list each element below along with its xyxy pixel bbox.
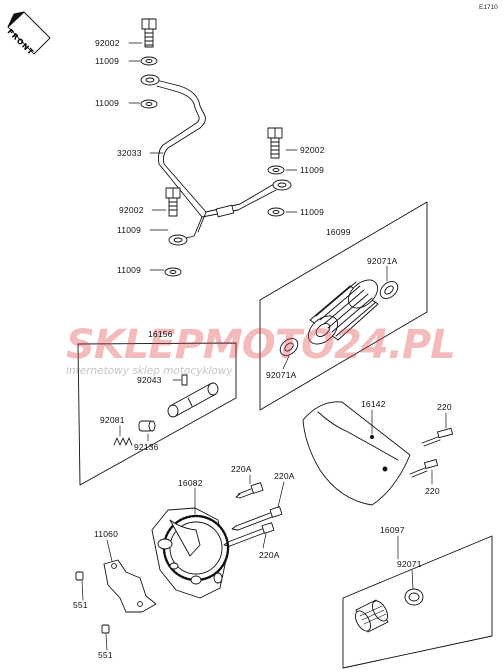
- bolt-92002-left-icon: [165, 187, 181, 217]
- label-16099: 16099: [326, 227, 351, 237]
- label-551-a: 551: [73, 600, 88, 610]
- washer-11009-f-icon: [164, 267, 182, 277]
- bolt-220A-c-icon: [223, 522, 275, 547]
- front-arrow-icon: [7, 11, 51, 55]
- bolt-220-b-icon: [409, 459, 439, 478]
- label-11009-f: 11009: [117, 265, 142, 275]
- bolt-220A-a-icon: [235, 482, 264, 499]
- oring-92071A-b-icon: [279, 338, 299, 356]
- label-92071A-a: 92071A: [367, 256, 398, 266]
- label-11009-c: 11009: [300, 165, 325, 175]
- pin-551-a-icon: [75, 571, 84, 581]
- label-92002-b: 92002: [300, 145, 325, 155]
- label-220A-c: 220A: [259, 550, 280, 560]
- leader-lines: [81, 42, 447, 651]
- washer-11009-a-icon: [140, 56, 158, 66]
- label-92002-a: 92002: [95, 38, 120, 48]
- washer-11009-d-icon: [267, 207, 285, 217]
- label-11009-b: 11009: [95, 98, 120, 108]
- oil-pan-16142-icon: [302, 401, 411, 506]
- label-92043: 92043: [137, 375, 162, 385]
- bolt-220-a-icon: [421, 427, 453, 447]
- oil-filter-16099-icon: [307, 279, 379, 345]
- strainer-16097-icon: [354, 599, 389, 633]
- label-220-b: 220: [425, 486, 440, 496]
- washer-11009-b-icon: [140, 99, 158, 109]
- bolt-220A-b-icon: [231, 506, 283, 531]
- label-11009-d: 11009: [300, 207, 325, 217]
- label-16097: 16097: [380, 525, 405, 535]
- label-11060: 11060: [94, 529, 119, 539]
- label-220A-a: 220A: [231, 464, 252, 474]
- label-16082: 16082: [178, 478, 203, 488]
- oil-pump-16082-icon: [151, 507, 230, 599]
- oring-92071-icon: [404, 588, 424, 606]
- label-220-a: 220: [437, 402, 452, 412]
- spring-92081-icon: [113, 437, 133, 446]
- strainer-box: [342, 535, 493, 669]
- label-11009-e: 11009: [117, 225, 142, 235]
- label-551-b: 551: [98, 650, 113, 660]
- oring-92071A-a-icon: [379, 281, 399, 299]
- label-16156: 16156: [148, 329, 173, 339]
- label-92002-c: 92002: [119, 205, 144, 215]
- bolt-92002-top-icon: [141, 18, 157, 48]
- label-11009-a: 11009: [95, 56, 120, 66]
- oil-filter-box: [259, 201, 428, 411]
- label-220A-b: 220A: [274, 471, 295, 481]
- oil-pipe-32033-icon: [140, 74, 292, 246]
- collar-92136-icon: [138, 420, 156, 432]
- label-92136: 92136: [134, 442, 159, 452]
- relief-valve-box: [77, 342, 237, 486]
- label-92071: 92071: [397, 559, 422, 569]
- label-32033: 32033: [117, 148, 142, 158]
- bolt-92002-right-icon: [267, 127, 283, 159]
- watermark-brand: SKLEPMOTO24.PL: [66, 322, 456, 368]
- watermark-tagline: internetowy sklep motocyklowy: [66, 365, 233, 377]
- diagram-code: E1710: [479, 4, 498, 11]
- pin-92043-icon: [181, 374, 188, 386]
- relief-valve-16156-icon: [167, 382, 219, 418]
- label-92071A-b: 92071A: [266, 370, 297, 380]
- label-16142: 16142: [361, 399, 386, 409]
- plate-11060-icon: [103, 559, 157, 613]
- label-92081: 92081: [100, 415, 125, 425]
- pin-551-b-icon: [101, 624, 110, 634]
- washer-11009-c-icon: [267, 165, 285, 175]
